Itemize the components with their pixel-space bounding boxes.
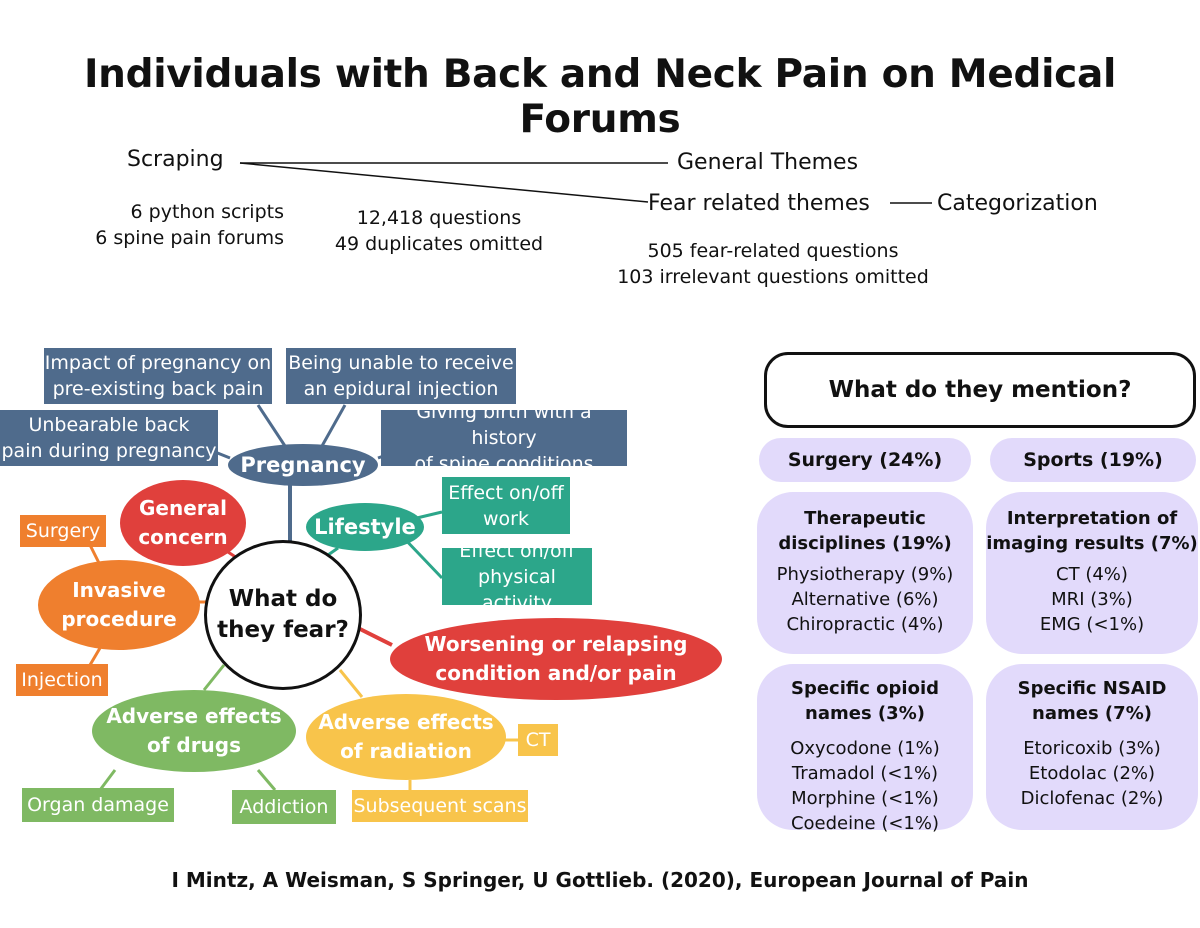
lifestyle-node: Lifestyle xyxy=(306,503,424,551)
lifestyle-item-line: Effect on/off xyxy=(448,481,564,504)
scraping-detail-line: 6 python scripts xyxy=(130,201,284,223)
opioid-card: Specific opioid names (3%) Oxycodone (1%)… xyxy=(757,664,973,834)
pregnancy-item-line: Unbearable back xyxy=(28,414,190,436)
radiation-line: Adverse effects xyxy=(318,710,494,734)
scraping-label: Scraping xyxy=(127,147,224,172)
categorization-label: Categorization xyxy=(937,191,1098,216)
fear-detail-line: 505 fear-related questions xyxy=(647,240,899,262)
fear-themes-label: Fear related themes xyxy=(648,191,870,216)
scraping-details: 6 python scripts 6 spine pain forums xyxy=(60,199,284,251)
invasive-item-injection: Injection xyxy=(16,664,108,696)
general-themes-label: General Themes xyxy=(677,150,859,175)
card-head-line: Specific opioid xyxy=(790,678,940,699)
pregnancy-item-unbearable: Unbearable back pain during pregnancy xyxy=(0,410,218,466)
radiation-line: of radiation xyxy=(340,739,472,763)
card-item: Etodolac (2%) xyxy=(1028,763,1156,784)
what-do-they-fear-node: What do they fear? xyxy=(204,540,362,690)
general-concern-node: General concern xyxy=(120,480,246,566)
card-item: EMG (<1%) xyxy=(1039,614,1145,635)
scraping-detail-line: 6 spine pain forums xyxy=(95,227,284,249)
card-item: Physiotherapy (9%) xyxy=(776,564,954,585)
mention-title-box: What do they mention? xyxy=(764,352,1196,428)
lifestyle-item-line: work xyxy=(483,507,529,530)
radiation-item-ct: CT xyxy=(518,724,558,756)
invasive-item-surgery: Surgery xyxy=(20,515,106,547)
card-head-line: names (3%) xyxy=(805,703,925,724)
card-item: Chiropractic (4%) xyxy=(786,614,944,635)
card-item: MRI (3%) xyxy=(1051,589,1133,610)
card-item: Morphine (<1%) xyxy=(791,788,939,809)
questions-detail-line: 12,418 questions xyxy=(356,207,522,229)
citation-footer: I Mintz, A Weisman, S Springer, U Gottli… xyxy=(171,868,1029,892)
imaging-card: Interpretation of imaging results (7%) CT… xyxy=(986,492,1198,654)
pregnancy-item-line: pain during pregnancy xyxy=(1,440,217,462)
pregnancy-item-epidural: Being unable to receive an epidural injec… xyxy=(286,348,516,404)
fear-detail-line: 103 irrelevant questions omitted xyxy=(617,266,929,288)
card-item: CT (4%) xyxy=(1056,564,1128,585)
card-head-line: Specific NSAID xyxy=(1017,678,1167,699)
fear-details: 505 fear-related questions 103 irrelevan… xyxy=(598,238,948,290)
pregnancy-item-line: of spine conditions xyxy=(414,453,594,475)
card-item: Diclofenac (2%) xyxy=(1020,788,1164,809)
worsening-line: Worsening or relapsing xyxy=(424,632,688,656)
lifestyle-item-work: Effect on/off work xyxy=(442,477,570,534)
worsening-node: Worsening or relapsing condition and/or p… xyxy=(390,618,722,700)
card-head-line: imaging results (7%) xyxy=(986,533,1198,554)
surgery-pill: Surgery (24%) xyxy=(759,438,971,482)
pregnancy-item-line: pre-existing back pain xyxy=(52,378,264,400)
card-head-line: Interpretation of xyxy=(1006,508,1178,529)
invasive-procedure-node: Invasive procedure xyxy=(38,560,200,650)
drugs-node: Adverse effects of drugs xyxy=(92,690,296,772)
nsaid-card: Specific NSAID names (7%) Etoricoxib (3%)… xyxy=(986,664,1198,830)
drugs-line: Adverse effects xyxy=(106,704,282,728)
pregnancy-item-line: Being unable to receive xyxy=(288,352,514,374)
center-line: they fear? xyxy=(217,617,349,643)
drugs-item-addiction: Addiction xyxy=(232,790,336,824)
radiation-node: Adverse effects of radiation xyxy=(306,694,506,780)
questions-detail-line: 49 duplicates omitted xyxy=(334,233,544,255)
card-item: Coedeine (<1%) xyxy=(790,813,940,834)
pregnancy-item-line: Impact of pregnancy on xyxy=(44,352,272,374)
radiation-item-scans: Subsequent scans xyxy=(352,790,528,822)
general-concern-line: concern xyxy=(138,525,228,549)
center-line: What do xyxy=(228,586,338,612)
pregnancy-item-line: Giving birth with a history xyxy=(416,401,592,449)
lifestyle-item-line: physical activity xyxy=(478,565,556,614)
card-item: Alternative (6%) xyxy=(791,589,939,610)
invasive-line: Invasive xyxy=(72,578,166,602)
lifestyle-item-line: Effect on/off xyxy=(459,539,575,562)
pregnancy-item-birth: Giving birth with a history of spine cond… xyxy=(381,401,627,475)
card-head-line: Therapeutic xyxy=(804,508,926,529)
drugs-line: of drugs xyxy=(146,733,242,757)
invasive-line: procedure xyxy=(61,607,177,631)
card-head-line: names (7%) xyxy=(1032,703,1152,724)
page-title: Individuals with Back and Neck Pain on M… xyxy=(83,52,1117,142)
card-head-line: disciplines (19%) xyxy=(778,533,952,554)
card-item: Tramadol (<1%) xyxy=(791,763,939,784)
therapeutic-card: Therapeutic disciplines (19%) Physiothera… xyxy=(757,492,973,654)
pregnancy-node: Pregnancy xyxy=(228,444,378,486)
pregnancy-item-impact: Impact of pregnancy on pre-existing back … xyxy=(44,348,272,404)
card-item: Etoricoxib (3%) xyxy=(1023,738,1161,759)
sports-pill: Sports (19%) xyxy=(990,438,1196,482)
worsening-line: condition and/or pain xyxy=(435,661,677,685)
card-item: Oxycodone (1%) xyxy=(790,738,940,759)
drugs-item-organ-damage: Organ damage xyxy=(22,788,174,822)
pregnancy-item-line: an epidural injection xyxy=(303,378,499,400)
questions-details: 12,418 questions 49 duplicates omitted xyxy=(310,205,568,257)
general-concern-line: General xyxy=(138,496,227,520)
lifestyle-item-activity: Effect on/off physical activity xyxy=(442,540,592,614)
